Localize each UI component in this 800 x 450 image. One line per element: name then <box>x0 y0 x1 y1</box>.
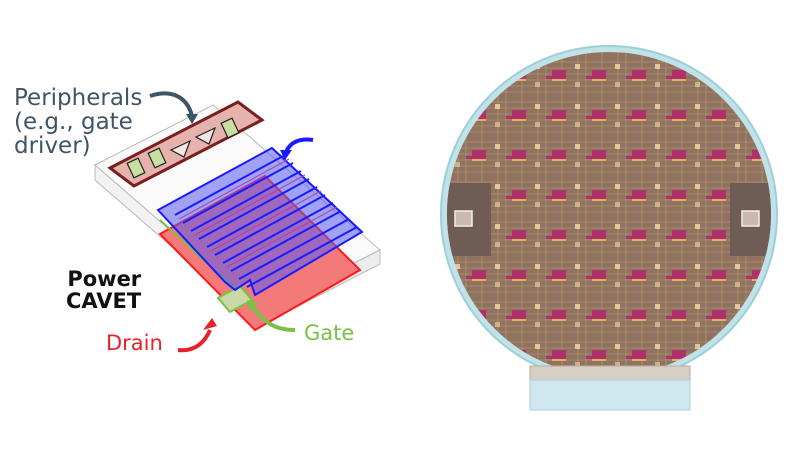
right-flat-region <box>730 183 771 256</box>
gate-label: Gate <box>304 321 355 345</box>
power-cavet-label: Power CAVET <box>66 267 142 314</box>
schematic-diagram <box>94 91 381 353</box>
left-flat-region <box>447 183 491 256</box>
source-fingers <box>156 146 364 297</box>
peripherals-arrow-icon <box>149 91 194 117</box>
wafer-rim <box>440 45 778 383</box>
wafer-stand <box>529 365 691 411</box>
gate-pad <box>216 284 254 314</box>
peripheral-block <box>107 100 265 188</box>
gate-arrow-icon <box>250 304 296 332</box>
peripherals-label: Peripherals (e.g., gate driver) <box>14 85 143 160</box>
drain-arrow-icon <box>177 329 212 353</box>
source-arrow-icon <box>284 137 314 153</box>
drain-label: Drain <box>106 331 163 355</box>
